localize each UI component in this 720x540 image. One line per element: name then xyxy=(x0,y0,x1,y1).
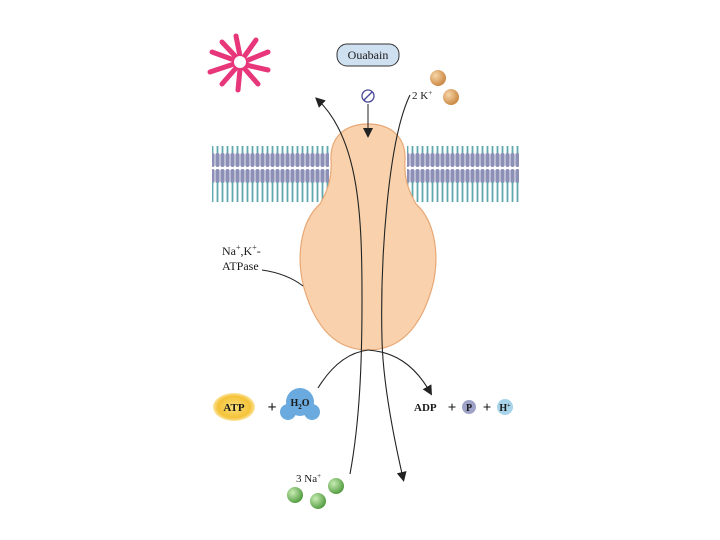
adp-label: ADP xyxy=(414,402,437,414)
membrane-right xyxy=(407,146,519,202)
na-label: 3 Na+ xyxy=(296,472,321,485)
atp-label: ATP xyxy=(223,402,244,414)
membrane-left xyxy=(212,146,329,202)
k-ion-1 xyxy=(430,70,446,86)
k-label: 2 K+ xyxy=(412,89,432,102)
k-ion-2 xyxy=(443,89,459,105)
ouabain-label: Ouabain xyxy=(348,48,389,62)
phosphate-label: P xyxy=(466,403,472,414)
starburst-icon xyxy=(210,36,268,90)
enzyme-label: Na+,K+- ATPase xyxy=(222,240,261,274)
plus-2: + xyxy=(448,400,457,416)
plus-3: + xyxy=(483,400,492,416)
enzyme-label-line2: ATPase xyxy=(222,259,261,274)
na-ion-1 xyxy=(328,478,344,494)
enzyme-label-line1: Na+,K+- xyxy=(222,240,261,259)
hydrolysis-out-arrow xyxy=(368,350,430,392)
na-ion-3 xyxy=(310,493,326,509)
na-ion-2 xyxy=(287,487,303,503)
plus-1: + xyxy=(267,399,276,416)
enzyme-leader-line xyxy=(262,270,303,286)
inhibition-icon xyxy=(362,90,374,102)
